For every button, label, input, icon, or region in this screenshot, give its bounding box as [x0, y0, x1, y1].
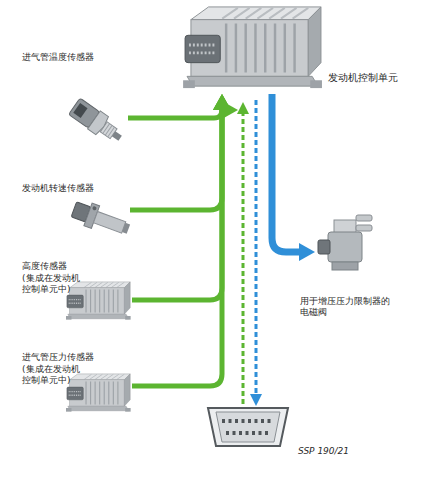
node-note: (集成在发动机 控制单元中): [22, 364, 84, 386]
sensor-box: 高度传感器(集成在发动机 控制单元中): [20, 258, 132, 328]
connector-pins: [222, 421, 274, 433]
signal-arrow: [132, 110, 222, 300]
connector-face: [216, 412, 280, 442]
control-unit-picture: [183, 7, 322, 88]
sensor-rod: [93, 212, 125, 234]
node-label: 高度传感器: [22, 261, 102, 272]
valve-body: [328, 232, 362, 262]
signal-arrow: [130, 110, 222, 210]
node-note: (集成在发动机 控制单元中): [22, 273, 84, 295]
sensor-socket: [73, 103, 87, 118]
control-unit: 发动机控制单元: [183, 2, 428, 94]
node-label: 进气管温度传感器: [22, 52, 126, 63]
signal-arrow: [272, 94, 299, 252]
node-label: 用于增压压力限制器的 电磁阀: [300, 296, 400, 318]
valve-bracket: [332, 262, 358, 270]
node-label: 进气管压力传感器: [22, 352, 126, 363]
speed-sensor-picture: [70, 198, 133, 240]
valve-nozzle: [356, 215, 372, 221]
arrow-head: [250, 394, 262, 406]
valve-connector: [318, 240, 330, 254]
control-unit-picture: [66, 282, 131, 320]
flange-hole: [92, 206, 97, 211]
control-unit-picture: [66, 374, 131, 412]
diagnosis-connector-picture: [208, 408, 288, 446]
signal-arrow: [132, 110, 222, 386]
arrow-head: [237, 102, 249, 114]
sensor-box: 发动机转速传感器: [20, 180, 130, 240]
connector-shell: [208, 408, 288, 446]
sensor-tip: [112, 131, 122, 141]
figure-number: SSP 190/21: [298, 446, 349, 457]
actuator-box: 用于增压压力限制器的 电磁阀: [315, 210, 415, 280]
sensor-box: 进气管压力传感器(集成在发动机 控制单元中): [20, 349, 132, 419]
sensor-tip: [122, 223, 130, 234]
signal-arrow: [128, 110, 222, 118]
node-label: 发动机控制单元: [328, 72, 426, 83]
diagnosis-line-up: [242, 112, 245, 404]
sensor-box: 进气管温度传感器: [20, 48, 128, 148]
diagnosis-line-down: [255, 100, 258, 394]
valve-nozzle: [356, 225, 372, 231]
solenoid-valve-picture: [318, 215, 372, 270]
node-label: 发动机转速传感器: [22, 183, 126, 194]
temperature-sensor-picture: [68, 97, 126, 147]
